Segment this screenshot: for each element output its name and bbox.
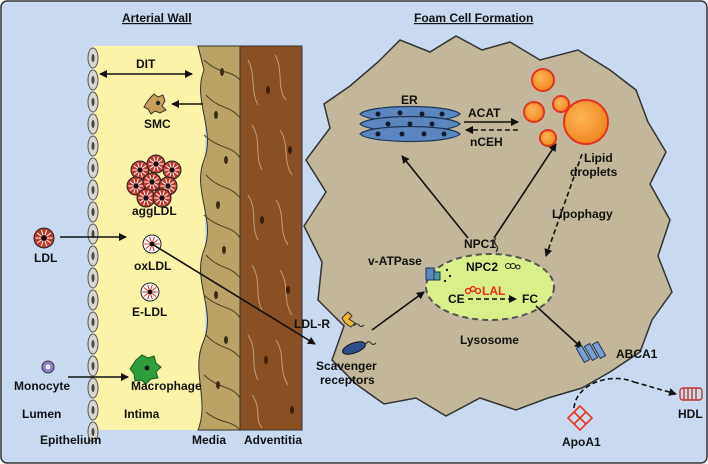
ldl-particle: [33, 227, 55, 249]
media-layer: [197, 45, 241, 431]
adventitia-layer: [239, 45, 303, 431]
lysosome-label: Lysosome: [460, 333, 519, 347]
agg-ldl-label: aggLDL: [132, 204, 177, 218]
lipid-droplets-label-line2: droplets: [570, 165, 618, 179]
smc-label: SMC: [144, 117, 171, 131]
abca1-label: ABCA1: [616, 347, 658, 361]
smc-cell: [143, 93, 167, 115]
endoplasmic-reticulum: [359, 105, 461, 143]
media-label: Media: [192, 433, 226, 447]
apoa1-label: ApoA1: [562, 435, 601, 449]
lipophagy-label: Lipophagy: [552, 207, 613, 221]
fc-label: FC: [522, 292, 538, 306]
nceh-label: nCEH: [470, 135, 503, 149]
scavenger-receptor-icon: [342, 341, 377, 355]
hdl-label: HDL: [678, 407, 703, 421]
adventitia-nuclei: [260, 86, 294, 414]
macrophage-label: Macrophage: [131, 379, 202, 393]
agg-ldl-cluster: [126, 154, 182, 208]
scavenger-label-line2: receptors: [320, 373, 375, 387]
v-atpase-label: v-ATPase: [368, 254, 422, 268]
lumen-label: Lumen: [22, 407, 61, 421]
monocyte-label: Monocyte: [14, 379, 70, 393]
scavenger-label-line1: Scavenger: [316, 359, 377, 373]
media-cell-lines: [203, 59, 241, 431]
acat-label: ACAT: [468, 106, 501, 120]
adventitia-label: Adventitia: [244, 433, 302, 447]
lysosome: [425, 253, 555, 321]
right-panel-title: Foam Cell Formation: [414, 11, 533, 25]
epithelium-label: Epithelium: [40, 433, 101, 447]
npc2-label: NPC2: [466, 260, 498, 274]
lal-enzyme-icon: [464, 285, 482, 295]
dit-label: DIT: [136, 57, 156, 71]
lipid-droplets-label-line1: Lipid: [584, 151, 613, 165]
ox-ldl-label: oxLDL: [134, 259, 171, 273]
epithelium-cells: [87, 47, 99, 443]
npc1-icon: [493, 237, 499, 253]
e-ldl-particle: [140, 282, 160, 302]
lal-label: LAL: [482, 284, 505, 298]
npc2-icon: [505, 263, 521, 270]
v-atpase-icon: [425, 267, 452, 283]
lipid-droplets: [523, 68, 609, 147]
e-ldl-label: E-LDL: [132, 305, 167, 319]
ldl-r-icon: [341, 311, 365, 328]
npc1-label: NPC1: [464, 237, 496, 251]
adventitia-fibers: [247, 54, 293, 429]
intima-label: Intima: [124, 407, 160, 421]
hdl-particle: [679, 387, 703, 401]
media-nuclei: [214, 68, 228, 389]
ce-label: CE: [448, 292, 465, 306]
left-panel-title: Arterial Wall: [122, 11, 192, 25]
apoa1-icon: [566, 404, 594, 432]
er-label: ER: [401, 93, 418, 107]
ldl-r-label: LDL-R: [294, 317, 330, 331]
ldl-label: LDL: [34, 251, 57, 265]
abca1-transporter: [575, 340, 607, 364]
